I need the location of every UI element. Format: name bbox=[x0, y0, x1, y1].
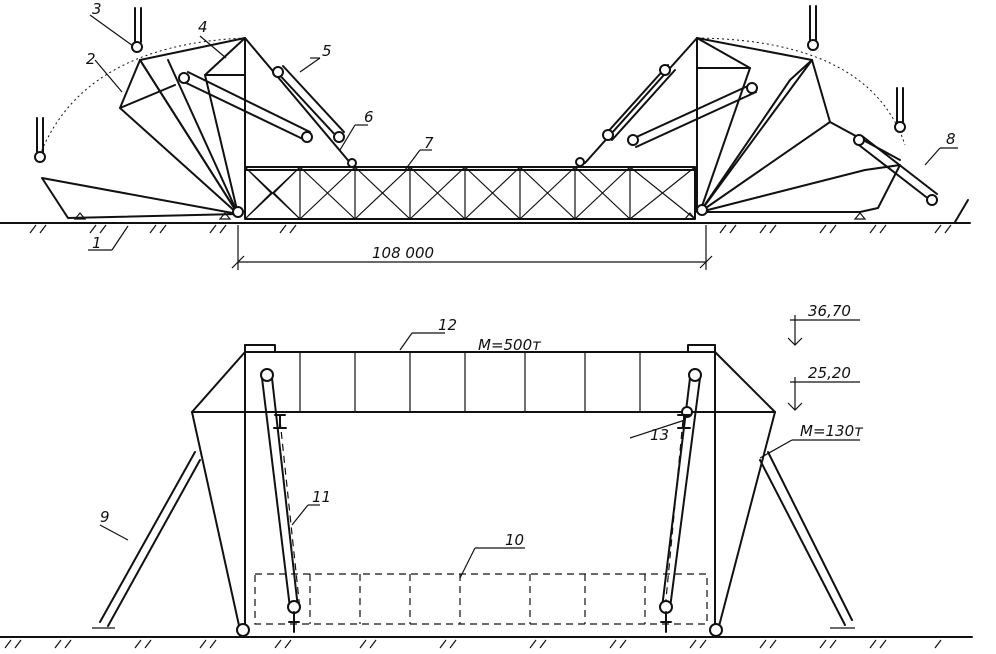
label-10: 10 bbox=[505, 531, 524, 549]
label-1: 1 bbox=[92, 234, 102, 252]
central-truss bbox=[244, 166, 696, 220]
mass-top: М=500т bbox=[478, 336, 542, 354]
elevation-marks bbox=[787, 315, 860, 411]
ground-hatching-top bbox=[29, 224, 952, 234]
elevation-lower: 25,20 bbox=[808, 364, 851, 382]
label-2: 2 bbox=[86, 50, 96, 68]
label-11: 11 bbox=[312, 488, 331, 506]
left-rotating-frame bbox=[34, 7, 357, 220]
ground-hatching-bottom bbox=[4, 639, 942, 649]
label-4: 4 bbox=[198, 18, 208, 36]
label-5-left: 5 bbox=[322, 42, 332, 60]
label-6: 6 bbox=[364, 108, 374, 126]
label-12: 12 bbox=[438, 316, 457, 334]
label-13: 13 bbox=[650, 426, 669, 444]
bottom-erection-scheme: 36,70 25,20 12 М=500т 9 11 10 13 М=130т bbox=[0, 302, 973, 649]
top-leaders bbox=[88, 14, 958, 251]
label-8: 8 bbox=[946, 130, 956, 148]
future-truss-dashed bbox=[254, 573, 708, 625]
dimension-line bbox=[231, 225, 713, 270]
elevation-upper: 36,70 bbox=[808, 302, 851, 320]
right-rotating-frame bbox=[575, 5, 969, 223]
top-erection-scheme: 108 000 1 2 3 4 5 6 7 8 bbox=[0, 0, 971, 270]
label-9: 9 bbox=[100, 508, 110, 526]
label-3: 3 bbox=[92, 0, 102, 18]
dimension-text: 108 000 bbox=[372, 244, 434, 262]
portal-frame bbox=[92, 344, 855, 637]
mass-side: М=130т bbox=[800, 422, 864, 440]
label-7: 7 bbox=[424, 134, 434, 152]
bottom-leaders bbox=[99, 332, 860, 579]
